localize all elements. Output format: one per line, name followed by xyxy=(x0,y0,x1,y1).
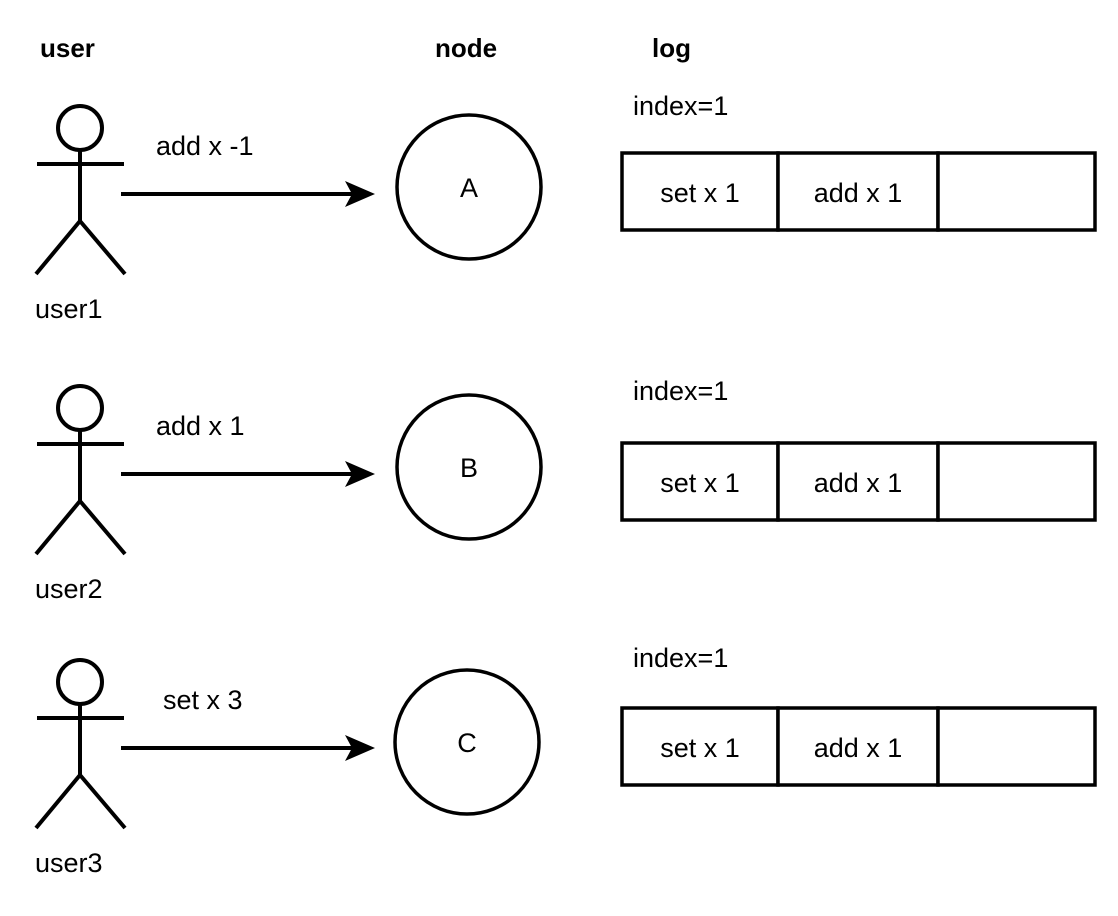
actor-leg-right-line xyxy=(78,773,127,830)
message-label: add x -1 xyxy=(156,131,254,161)
node-circle-shape xyxy=(395,393,543,541)
log-table: set x 1 add x 1 xyxy=(620,151,1097,232)
actor-leg-right-line xyxy=(78,499,127,556)
message-arrow xyxy=(121,181,375,207)
actor-leg-left-line xyxy=(34,219,82,276)
actor-label-user1: user1 xyxy=(35,294,103,324)
actor-head-icon xyxy=(56,384,104,432)
diagram-row: user3 set x 3 C index=1 set x 1 add x 1 xyxy=(34,643,1097,878)
node-circle-C[interactable]: C xyxy=(393,668,541,816)
column-header-log: log xyxy=(652,33,691,63)
column-headers: user node log xyxy=(40,33,691,63)
log-cell[interactable] xyxy=(620,706,780,787)
message-label: set x 3 xyxy=(163,685,243,715)
actor-figure-user3[interactable] xyxy=(34,658,127,830)
node-circle-shape xyxy=(395,113,543,261)
log-table: set x 1 add x 1 xyxy=(620,706,1097,787)
log-index-label: index=1 xyxy=(633,376,728,406)
message-label: add x 1 xyxy=(156,411,245,441)
message-arrow xyxy=(121,735,375,761)
actor-head-icon xyxy=(56,104,104,152)
node-label: B xyxy=(460,453,478,483)
log-cell[interactable] xyxy=(936,706,1097,787)
node-label: A xyxy=(460,173,478,203)
log-table: set x 1 add x 1 xyxy=(620,441,1097,522)
log-cell-label: set x 1 xyxy=(660,178,740,208)
actor-leg-left-line xyxy=(34,499,82,556)
actor-leg-right-line xyxy=(78,219,127,276)
log-cell-label: set x 1 xyxy=(660,733,740,763)
log-cell[interactable] xyxy=(936,151,1097,232)
log-cell-label: add x 1 xyxy=(814,733,903,763)
actor-figure-user2[interactable] xyxy=(34,384,127,556)
log-index-label: index=1 xyxy=(633,643,728,673)
column-header-user: user xyxy=(40,33,95,63)
arrow-head-icon xyxy=(345,181,375,207)
log-cell-label: set x 1 xyxy=(660,468,740,498)
node-label: C xyxy=(457,728,477,758)
diagram-row: user2 add x 1 B index=1 set x 1 add x 1 xyxy=(34,376,1097,604)
arrow-head-icon xyxy=(345,735,375,761)
log-index-label: index=1 xyxy=(633,91,728,121)
node-circle-A[interactable]: A xyxy=(395,113,543,261)
log-cell[interactable] xyxy=(620,151,780,232)
log-cell-label: add x 1 xyxy=(814,178,903,208)
column-header-node: node xyxy=(435,33,497,63)
diagram-row: user1 add x -1 A index=1 set x 1 add x 1 xyxy=(34,91,1097,324)
log-cell[interactable] xyxy=(776,151,940,232)
actor-head-icon xyxy=(56,658,104,706)
actor-figure-user1[interactable] xyxy=(34,104,127,276)
arrow-head-icon xyxy=(345,461,375,487)
actor-leg-left-line xyxy=(34,773,82,830)
log-cell-label: add x 1 xyxy=(814,468,903,498)
node-circle-shape xyxy=(393,668,541,816)
actor-label-user3: user3 xyxy=(35,848,103,878)
log-cell[interactable] xyxy=(776,706,940,787)
log-cell[interactable] xyxy=(936,441,1097,522)
actor-label-user2: user2 xyxy=(35,574,103,604)
node-circle-B[interactable]: B xyxy=(395,393,543,541)
message-arrow xyxy=(121,461,375,487)
